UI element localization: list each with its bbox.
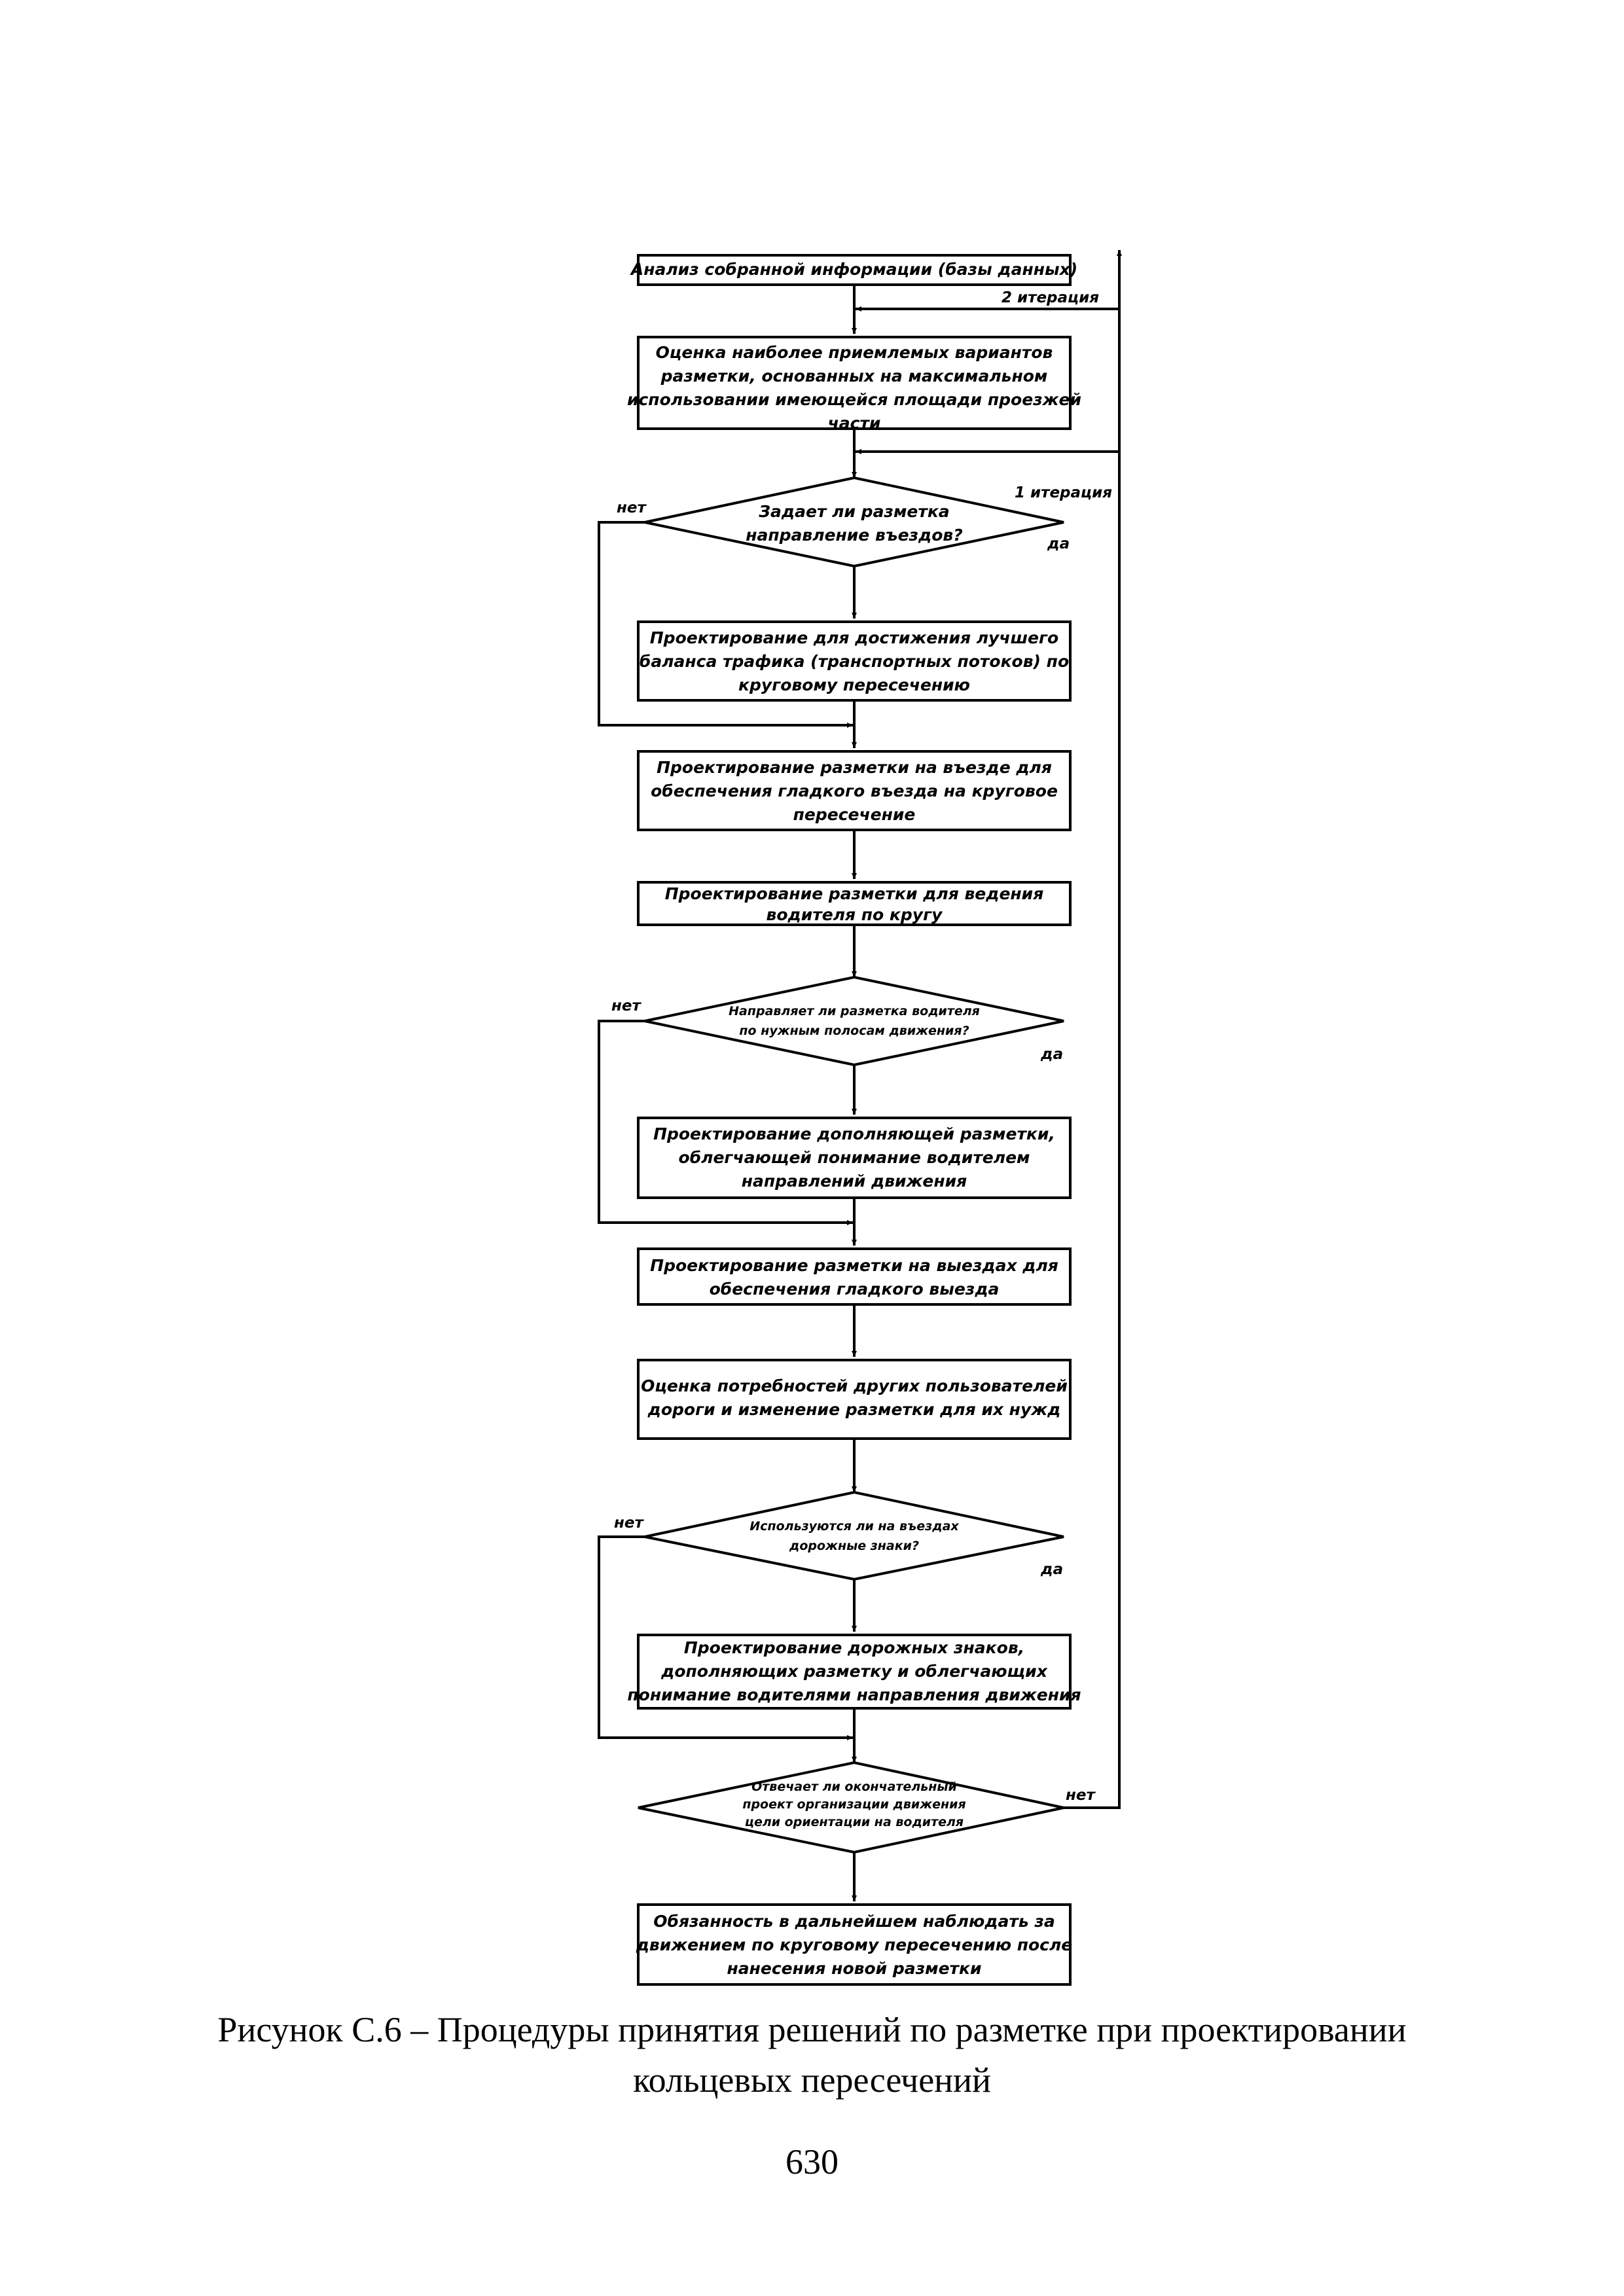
- flow-connectors: [598, 250, 1122, 1901]
- text-line: обеспечения гладкого выезда: [710, 1280, 1000, 1299]
- step-box-10: [637, 1903, 1072, 1986]
- step-box-8: [637, 1359, 1072, 1440]
- iteration-1-label: 1 итерация: [1015, 484, 1112, 501]
- text-line: разметки, основанных на максимальном: [660, 367, 1048, 386]
- step-box-9: [637, 1634, 1072, 1710]
- step-box-4: [637, 750, 1072, 831]
- text-line: движением по круговому пересечению после: [636, 1935, 1073, 1954]
- text-line: Проектирование для достижения лучшего: [650, 628, 1058, 647]
- d3-no-bypass: [598, 1535, 853, 1740]
- text-line: баланса трафика (транспортных потоков) п…: [640, 652, 1069, 671]
- decision-1-no-label: нет: [617, 499, 647, 516]
- text-line: Проектирование дорожных знаков,: [684, 1638, 1024, 1657]
- iteration-2-label: 2 итерация: [1001, 289, 1099, 306]
- decision-2-no-label: нет: [611, 997, 641, 1014]
- text-line: Отвечает ли окончательный: [751, 1780, 957, 1794]
- step-10-text: Обязанность в дальнейшем наблюдать за дви…: [636, 1912, 1073, 1978]
- step-9-text: Проектирование дорожных знаков, дополняющ…: [627, 1638, 1081, 1704]
- text-line: направлений движения: [742, 1172, 967, 1191]
- text-line: Проектирование разметки на выездах для: [650, 1256, 1058, 1275]
- step-box-1: [637, 254, 1072, 286]
- decision-diamond-1: [644, 476, 1064, 568]
- step-2-text: Оценка наиболее приемлемых вариантов разм…: [627, 343, 1081, 433]
- page-number: 630: [785, 2142, 839, 2181]
- step-8-text: Оценка потребностей других пользователей…: [641, 1376, 1068, 1419]
- text-line: водителя по кругу: [767, 905, 944, 924]
- step-box-5: [637, 881, 1072, 926]
- text-line: дорожные знаки?: [789, 1539, 919, 1553]
- step-5-text: Проектирование разметки для ведения водит…: [665, 884, 1044, 924]
- decision-4-text: Отвечает ли окончательный проект организа…: [742, 1780, 965, 1829]
- text-line: Обязанность в дальнейшем наблюдать за: [653, 1912, 1055, 1931]
- decision-3-text: Используются ли на въездах дорожные знаки…: [749, 1519, 959, 1553]
- flow-shapes: [637, 254, 1072, 1986]
- text-line: Направляет ли разметка водителя: [729, 1004, 980, 1018]
- figure-caption-line-1: Рисунок С.6 – Процедуры принятия решений…: [217, 2010, 1407, 2049]
- text-line: Анализ собранной информации (базы данных…: [630, 260, 1077, 279]
- text-line: части: [828, 414, 881, 433]
- step-box-3: [637, 620, 1072, 702]
- text-line: дороги и изменение разметки для их нужд: [647, 1400, 1061, 1419]
- decision-1-text: Задает ли разметка направление въездов?: [746, 502, 963, 545]
- text-line: проект организации движения: [742, 1797, 965, 1812]
- text-line: цели ориентации на водителя: [745, 1815, 964, 1829]
- text-line: Проектирование разметки на въезде для: [657, 758, 1052, 777]
- d1-no-bypass: [598, 521, 853, 728]
- decision-diamond-2: [644, 975, 1064, 1067]
- text-line: по нужным полосам движения?: [739, 1024, 969, 1038]
- step-1-text: Анализ собранной информации (базы данных…: [630, 260, 1077, 279]
- step-6-text: Проектирование дополняющей разметки, обле…: [653, 1124, 1055, 1191]
- step-box-2: [637, 336, 1072, 430]
- d2-no-bypass: [598, 1020, 853, 1225]
- decision-3-no-label: нет: [614, 1515, 644, 1532]
- text-line: направление въездов?: [746, 526, 963, 545]
- decision-2-text: Направляет ли разметка водителя по нужным…: [729, 1004, 980, 1038]
- text-line: Проектирование дополняющей разметки,: [653, 1124, 1055, 1143]
- step-7-text: Проектирование разметки на выездах для об…: [650, 1256, 1058, 1299]
- decision-1-yes-label: да: [1047, 535, 1070, 552]
- text-line: обеспечения гладкого въезда на круговое: [651, 781, 1058, 800]
- text-line: круговому пересечению: [738, 675, 970, 694]
- text-line: понимание водителями направления движени…: [627, 1685, 1081, 1704]
- text-line: Проектирование разметки для ведения: [665, 884, 1044, 903]
- text-line: дополняющих разметку и облегчающих: [660, 1662, 1048, 1681]
- decision-diamond-4: [638, 1761, 1064, 1854]
- text-line: Оценка потребностей других пользователей: [641, 1376, 1068, 1395]
- text-line: использовании имеющейся площади проезжей: [627, 390, 1081, 409]
- text-line: Используются ли на въездах: [749, 1519, 959, 1534]
- d4-no-feedback: [1064, 250, 1121, 1809]
- decision-2-yes-label: да: [1040, 1046, 1063, 1063]
- decision-3-yes-label: да: [1040, 1561, 1063, 1578]
- figure-caption-line-2: кольцевых пересечений: [633, 2060, 991, 2100]
- step-box-7: [637, 1247, 1072, 1306]
- decision-diamond-3: [644, 1490, 1064, 1581]
- text-line: пересечение: [793, 805, 916, 824]
- text-line: Оценка наиболее приемлемых вариантов: [656, 343, 1053, 362]
- text-line: нанесения новой разметки: [727, 1959, 981, 1978]
- decision-4-no-label: нет: [1066, 1787, 1096, 1804]
- step-box-6: [637, 1117, 1072, 1199]
- step-4-text: Проектирование разметки на въезде для обе…: [651, 758, 1058, 824]
- step-3-text: Проектирование для достижения лучшего бал…: [640, 628, 1069, 694]
- flowchart: Анализ собранной информации (базы данных…: [598, 250, 1122, 1986]
- text-line: облегчающей понимание водителем: [679, 1148, 1030, 1167]
- text-line: Задает ли разметка: [758, 502, 949, 521]
